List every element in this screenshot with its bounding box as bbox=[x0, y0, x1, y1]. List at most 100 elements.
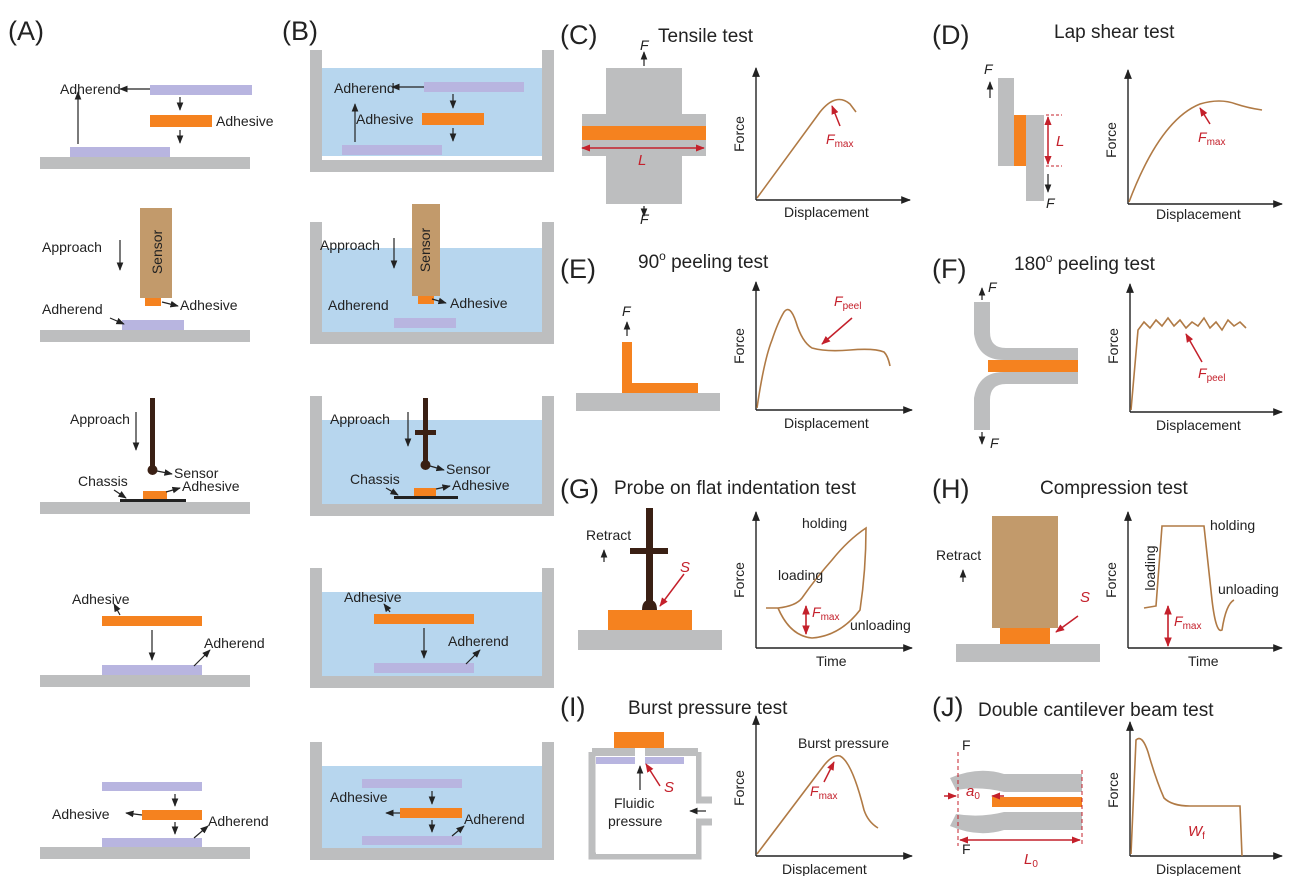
adhesive-layer bbox=[102, 616, 202, 626]
x-axis-label: Displacement bbox=[784, 204, 869, 220]
force-label: F bbox=[988, 279, 998, 295]
adherend bbox=[102, 665, 202, 675]
adherend-left bbox=[596, 757, 635, 764]
adherend-label: Adherend bbox=[204, 635, 265, 651]
force-label: F bbox=[962, 841, 971, 857]
fmax-subscript: max bbox=[1183, 621, 1202, 632]
sensor-label: Sensor bbox=[174, 465, 219, 481]
arrow bbox=[385, 487, 399, 496]
water bbox=[322, 766, 542, 848]
panel-label-d: (D) bbox=[932, 20, 969, 50]
adhesive-layer bbox=[418, 296, 434, 304]
length-label: L bbox=[1056, 133, 1064, 150]
fmax-symbol: F bbox=[812, 604, 822, 620]
l0-symbol: L bbox=[1024, 851, 1032, 868]
panel-d-title: Lap shear test bbox=[1054, 22, 1175, 43]
panel-i: (I) Burst pressure test Fluidic pressure… bbox=[560, 692, 913, 876]
panel-label-a: (A) bbox=[8, 16, 44, 46]
adherend bbox=[374, 663, 474, 673]
approach-label: Approach bbox=[320, 237, 380, 253]
title-text: peeling test bbox=[1052, 254, 1155, 275]
adhesive-layer bbox=[622, 383, 698, 393]
force-label: F bbox=[622, 303, 632, 319]
y-axis-label: Force bbox=[731, 116, 747, 152]
sensor-block bbox=[140, 208, 172, 298]
adhesive-layer bbox=[992, 797, 1082, 807]
adherend-bottom bbox=[102, 838, 202, 847]
wf-symbol: W bbox=[1188, 823, 1204, 840]
adhesive-label: Adhesive bbox=[216, 113, 274, 129]
compression-platen bbox=[992, 516, 1058, 628]
fmax-label: Fmax bbox=[810, 783, 837, 802]
approach-label: Approach bbox=[42, 239, 102, 255]
s-label: S bbox=[1080, 589, 1090, 606]
force-curve bbox=[1128, 100, 1263, 203]
fmax-subscript: max bbox=[1207, 137, 1226, 148]
panel-e: (E) 90o peeling test F Force Displacemen… bbox=[560, 249, 913, 431]
fmax-subscript: max bbox=[819, 791, 838, 802]
wf-subscript: f bbox=[1202, 831, 1205, 842]
s-arrow bbox=[659, 573, 685, 607]
adherend-top bbox=[362, 779, 462, 788]
adhesive-label: Adhesive bbox=[330, 789, 388, 805]
force-label: F bbox=[1046, 195, 1056, 211]
force-label: F bbox=[962, 737, 971, 753]
probe-crossbar bbox=[415, 430, 436, 435]
adherend-label: Adherend bbox=[448, 633, 509, 649]
substrate bbox=[40, 157, 250, 169]
adhesive-layer bbox=[143, 491, 167, 499]
panel-e-title: 90o peeling test bbox=[638, 249, 769, 273]
holding-label: holding bbox=[802, 515, 847, 531]
force-label: F bbox=[990, 435, 1000, 451]
force-curve bbox=[756, 754, 879, 855]
panel-b: (B) Adherend Adhesive Sensor Approach bbox=[282, 16, 554, 860]
panel-g: (G) Probe on flat indentation test Retra… bbox=[560, 474, 913, 669]
fpeel-label: Fpeel bbox=[834, 293, 861, 312]
adherend-label: Adherend bbox=[60, 81, 121, 97]
panel-label-f: (F) bbox=[932, 254, 966, 284]
force-curve bbox=[766, 526, 867, 639]
fpeel-symbol: F bbox=[1198, 365, 1208, 381]
wf-label: Wf bbox=[1188, 823, 1205, 842]
fmax-symbol: F bbox=[1198, 129, 1208, 145]
adherend bbox=[394, 318, 456, 328]
x-axis-label: Displacement bbox=[1156, 206, 1241, 222]
substrate bbox=[40, 847, 250, 859]
panel-j: (J) Double cantilever beam test F F a0 L… bbox=[932, 692, 1283, 876]
y-axis-label: Force bbox=[731, 328, 747, 364]
x-axis-label: Displacement bbox=[1156, 417, 1241, 433]
holding-label: holding bbox=[1210, 517, 1255, 533]
substrate bbox=[40, 675, 250, 687]
arrow bbox=[165, 486, 181, 494]
fmax-arrow bbox=[1199, 107, 1211, 125]
title-degree: o bbox=[1046, 251, 1053, 265]
panel-a-step-2: Sensor Approach Adhesive Adherend bbox=[40, 208, 250, 342]
adhesive-layer bbox=[145, 298, 161, 306]
panel-a: (A) Adherend Adhesive Sensor Approach Ad… bbox=[8, 16, 274, 859]
adherend-bottom bbox=[362, 836, 462, 845]
adhesive-layer bbox=[582, 126, 706, 140]
force-label: F bbox=[984, 61, 994, 77]
adherend-right bbox=[645, 757, 684, 764]
panel-label-e: (E) bbox=[560, 254, 596, 284]
s-label: S bbox=[680, 559, 690, 576]
panel-label-i: (I) bbox=[560, 692, 585, 722]
force-curve bbox=[756, 308, 891, 409]
panel-label-b: (B) bbox=[282, 16, 318, 46]
probe-crossbar bbox=[630, 548, 668, 554]
peeled-adhesive bbox=[622, 342, 632, 393]
retract-label: Retract bbox=[586, 527, 631, 543]
substrate bbox=[40, 502, 250, 514]
probe-shaft bbox=[646, 508, 653, 602]
length-label: L bbox=[638, 152, 646, 169]
y-axis-label: Force bbox=[731, 770, 747, 806]
panel-a-step-3: Approach Sensor Chassis Adhesive bbox=[40, 398, 250, 514]
title-number: 90 bbox=[638, 252, 659, 273]
s-label: S bbox=[664, 779, 674, 796]
fpeel-subscript: peel bbox=[843, 301, 862, 312]
adhesive-layer bbox=[422, 113, 484, 125]
s-arrow bbox=[1055, 615, 1079, 633]
l0-label: L0 bbox=[1024, 851, 1038, 870]
adhesive-label: Adhesive bbox=[450, 295, 508, 311]
fpeel-arrow bbox=[821, 317, 853, 345]
